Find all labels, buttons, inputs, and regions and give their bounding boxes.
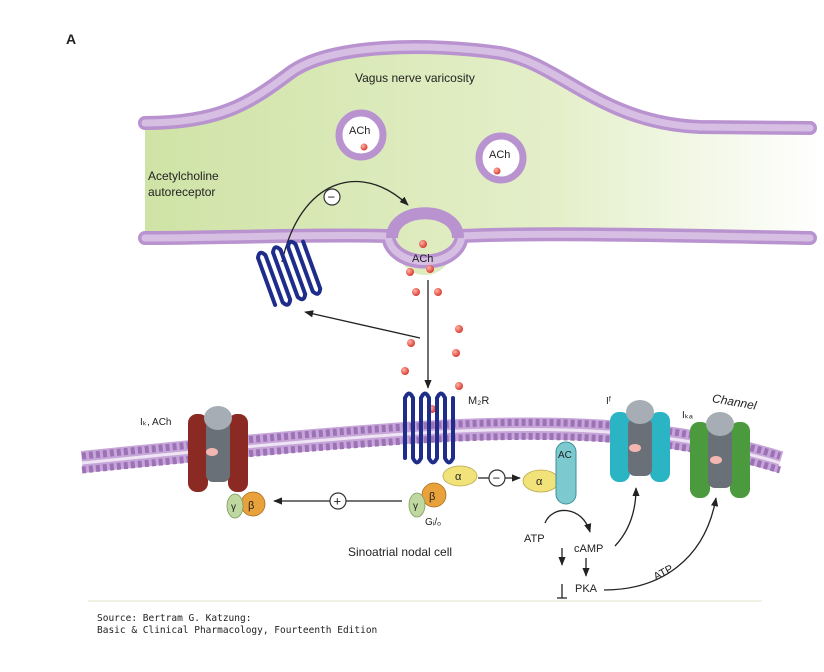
if-label: Iᶠ [606,396,612,407]
release-pocket [386,207,464,239]
svg-text:ACh: ACh [349,125,370,137]
if-channel-icon [610,400,670,482]
svg-text:β: β [248,500,254,512]
autoreceptor-label-line2: autoreceptor [148,185,215,199]
svg-text:α: α [536,476,543,488]
g-protein-bound: α β γ [408,465,478,518]
svg-text:γ: γ [231,502,236,513]
g-alpha-free: α [522,469,560,493]
ach-vesicle-2: ACh [475,132,527,184]
pka-label: PKA [575,583,598,595]
vagus-label: Vagus nerve varicosity [355,71,475,85]
autoreceptor-icon [256,239,323,307]
svg-text:ACh: ACh [489,149,510,161]
adenylyl-cyclase-icon [555,441,577,505]
svg-text:γ: γ [413,501,418,512]
g-beta-gamma-free: β γ [226,491,266,519]
source-line-1: Source: Bertram G. Katzung: [97,613,252,624]
pka-to-ica-arrow [603,497,719,591]
svg-text:−: − [328,190,336,205]
sinoatrial-label: Sinoatrial nodal cell [348,545,452,559]
svg-text:α: α [455,471,462,483]
svg-text:+: + [334,494,342,509]
minus-top-badge: − [323,188,341,206]
source-citation: Source: Bertram G. Katzung: Basic & Clin… [97,613,377,637]
camp-label: cAMP [574,543,603,555]
autoreceptor-label-line1: Acetylcholine [148,169,219,183]
ach-release-label: ACh [412,253,433,265]
nerve-membrane-top-edge [141,43,814,132]
ica-channel-icon [690,412,750,498]
atp-left-label: ATP [524,533,545,545]
m2r-receptor-icon [403,391,455,465]
panel-label: A [66,31,76,47]
gio-label: Gᵢ/ₒ [425,517,441,528]
pka-tbar [557,584,567,599]
m2r-label: M₂R [468,395,489,407]
ik-ach-label: Iₖ, ACh [140,417,172,428]
ach-to-autoreceptor-arrow [304,310,421,339]
plus-badge: + [329,492,347,510]
camp-to-if-arrow [614,487,640,547]
minus-mid-badge: − [488,469,506,487]
autoreceptor-feedback-arrow [281,180,409,263]
ach-vesicle-1: ACh [335,109,387,161]
source-line-2: Basic & Clinical Pharmacology, Fourteent… [97,625,378,636]
svg-text:−: − [493,471,501,486]
channel-label: Channel [711,391,758,413]
atp-right-label: ATP [652,563,676,583]
ac-conversion-arc [544,509,592,533]
ica-label: Iₖₐ [682,410,693,421]
ik-ach-channel-icon [188,406,248,492]
ach-molecules [401,240,463,413]
svg-text:β: β [429,491,435,503]
ac-label: AC [558,450,572,461]
nerve-membrane-bottom-edge [141,230,814,265]
